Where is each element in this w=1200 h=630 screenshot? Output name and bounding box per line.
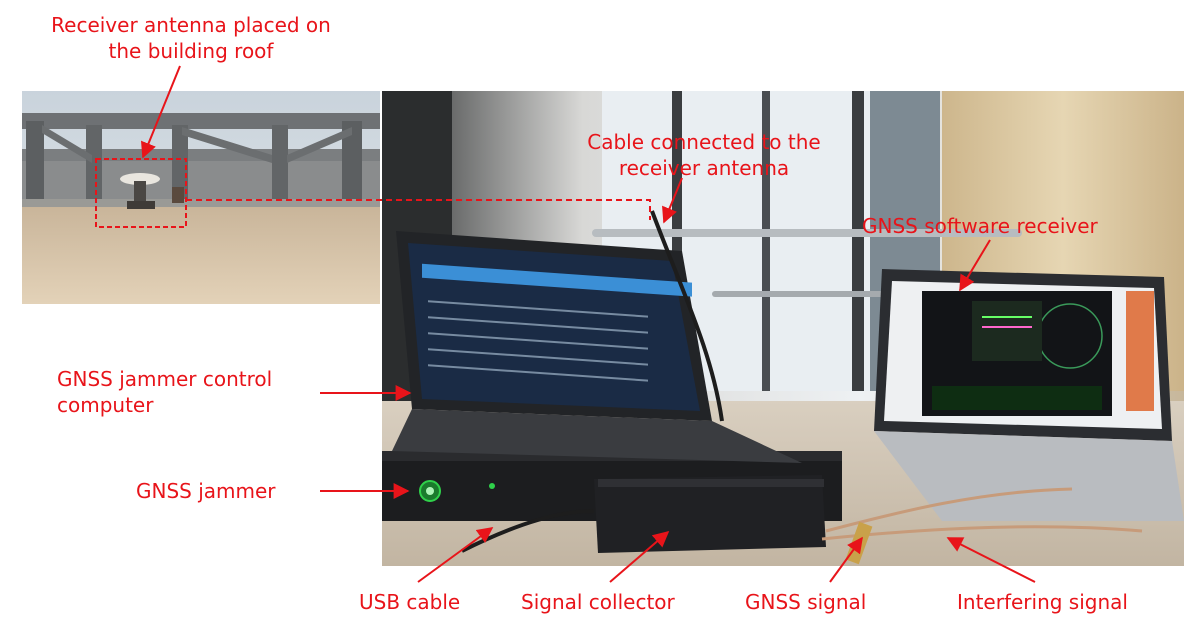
label-jammer-control-line2: computer [57, 393, 154, 417]
lab-scene [382, 91, 1184, 566]
label-antenna-roof: Receiver antenna placed on the building … [25, 12, 357, 64]
label-usb-cable: USB cable [359, 590, 461, 614]
label-cable-antenna-line1: Cable connected to the [587, 130, 821, 154]
label-antenna-roof-line2: the building roof [108, 39, 274, 63]
label-software-receiver: GNSS software receiver [862, 214, 1098, 238]
label-jammer-control: GNSS jammer control computer [57, 366, 272, 418]
label-signal-collector: Signal collector [521, 590, 675, 614]
label-antenna-roof-line1: Receiver antenna placed on [51, 13, 331, 37]
label-interfering-signal: Interfering signal [957, 590, 1128, 614]
rooftop-photo [22, 91, 380, 304]
lab-setup-photo [382, 91, 1184, 566]
label-jammer: GNSS jammer [136, 479, 276, 503]
rooftop-scene [22, 91, 380, 304]
label-gnss-signal: GNSS signal [745, 590, 867, 614]
label-cable-antenna: Cable connected to the receiver antenna [562, 129, 846, 181]
label-cable-antenna-line2: receiver antenna [618, 156, 790, 180]
label-jammer-control-line1: GNSS jammer control [57, 367, 273, 391]
